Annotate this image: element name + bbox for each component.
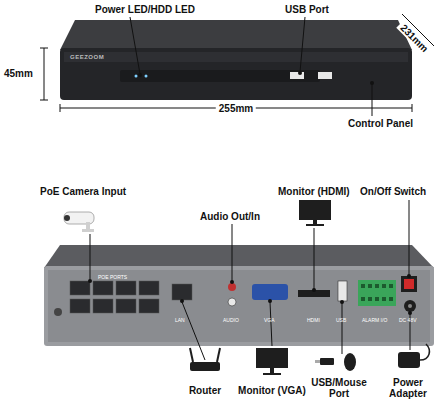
callout-label: Control Panel: [348, 118, 413, 129]
port-label: VGA: [264, 317, 275, 323]
device-label: Router: [189, 385, 221, 396]
device-label: Power Adapter: [385, 377, 431, 399]
dimension-label: 45mm: [4, 68, 33, 79]
port-label: ALARM I/O: [362, 317, 387, 323]
callout-label: Monitor (HDMI): [278, 186, 350, 197]
callout-label: On/Off Switch: [360, 186, 426, 197]
callout-label: Audio Out/In: [200, 211, 260, 222]
port-label: LAN: [175, 317, 185, 323]
callout-label: USB Port: [285, 4, 329, 15]
device-label: USB/Mouse Port: [310, 377, 368, 399]
port-label: HDMI: [307, 317, 320, 323]
dimension-label: 255mm: [216, 103, 256, 114]
port-label: DC 48V: [399, 317, 417, 323]
callout-label: PoE Camera Input: [40, 186, 126, 197]
port-label: POE PORTS: [98, 274, 127, 280]
callout-label: Power LED/HDD LED: [95, 4, 195, 15]
brand-mark: GEEZOOM: [70, 54, 104, 61]
port-label: AUDIO: [223, 317, 239, 323]
port-label: USB: [336, 317, 346, 323]
device-label: Monitor (VGA): [238, 385, 306, 396]
